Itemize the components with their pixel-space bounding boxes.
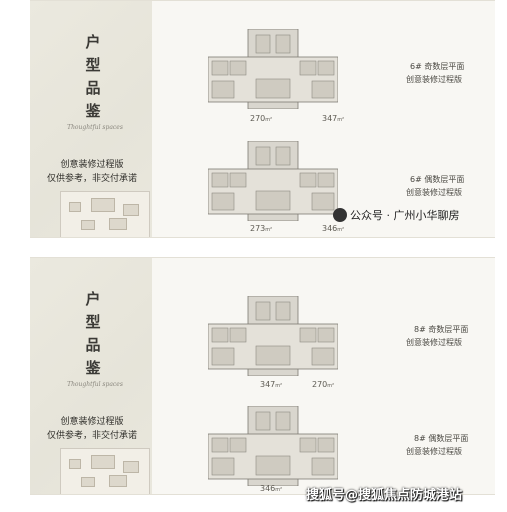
note-disclaimer: 仅供参考，非交付承诺 bbox=[46, 174, 137, 184]
note-disclaimer: 仅供参考，非交付承诺 bbox=[46, 431, 137, 441]
plan-size-label: 346m² bbox=[260, 484, 283, 493]
plan-size-label: 346m² bbox=[322, 224, 345, 233]
plan-size-label: 347m² bbox=[322, 114, 345, 123]
brochure-panel-top: 户 型 品 鉴 Thoughtful spaces 创意装修过程版 仅供参考，非… bbox=[30, 0, 495, 238]
plan-size-label: 270m² bbox=[312, 380, 335, 389]
floor-plan-image bbox=[208, 29, 338, 109]
title-char: 户 bbox=[85, 33, 101, 51]
plan-size-label: 273m² bbox=[250, 224, 273, 233]
plans-column: 270m² 347m² 6# 奇数层平面 创意装修过程版 273m² bbox=[152, 1, 495, 237]
title-char: 户 bbox=[85, 290, 101, 308]
floor-plan-image bbox=[208, 406, 338, 486]
plan-subtitle: 创意装修过程版 bbox=[406, 75, 462, 84]
plan-name: 8# 奇数层平面 bbox=[414, 325, 469, 334]
vertical-title: 户 型 品 鉴 bbox=[83, 31, 103, 123]
script-signature: Thoughtful spaces bbox=[67, 124, 123, 131]
title-char: 品 bbox=[85, 79, 101, 97]
script-signature: Thoughtful spaces bbox=[67, 381, 123, 388]
plan-size-label: 270m² bbox=[250, 114, 273, 123]
title-char: 鉴 bbox=[85, 359, 101, 377]
watermark-top: 公众号 · 广州小华聊房 bbox=[333, 207, 460, 223]
title-char: 鉴 bbox=[85, 102, 101, 120]
plan-name: 6# 偶数层平面 bbox=[410, 175, 465, 184]
note-version: 创意装修过程版 bbox=[60, 160, 124, 170]
intro-column: 户 型 品 鉴 Thoughtful spaces 创意装修过程版 仅供参考，非… bbox=[30, 1, 152, 237]
plan-name: 8# 偶数层平面 bbox=[414, 434, 469, 443]
title-char: 型 bbox=[85, 56, 101, 74]
brochure-panel-bottom: 户 型 品 鉴 Thoughtful spaces 创意装修过程版 仅供参考，非… bbox=[30, 257, 495, 495]
watermark-bottom: 搜狐号@搜狐焦点防城港站 bbox=[306, 488, 463, 503]
plan-subtitle: 创意装修过程版 bbox=[406, 338, 462, 347]
plans-column: 347m² 270m² 8# 奇数层平面 创意装修过程版 346m² bbox=[152, 258, 495, 494]
title-char: 品 bbox=[85, 336, 101, 354]
wechat-icon bbox=[333, 208, 347, 222]
title-char: 型 bbox=[85, 313, 101, 331]
plan-subtitle: 创意装修过程版 bbox=[406, 188, 462, 197]
floor-plan-image bbox=[208, 141, 338, 221]
floor-plan-image bbox=[208, 296, 338, 376]
intro-column: 户 型 品 鉴 Thoughtful spaces 创意装修过程版 仅供参考，非… bbox=[30, 258, 152, 494]
note-version: 创意装修过程版 bbox=[60, 417, 124, 427]
plan-name: 6# 奇数层平面 bbox=[410, 62, 465, 71]
plan-size-label: 347m² bbox=[260, 380, 283, 389]
plan-subtitle: 创意装修过程版 bbox=[406, 447, 462, 456]
site-thumbnail bbox=[60, 448, 150, 494]
vertical-title: 户 型 品 鉴 bbox=[83, 288, 103, 380]
site-thumbnail bbox=[60, 191, 150, 237]
